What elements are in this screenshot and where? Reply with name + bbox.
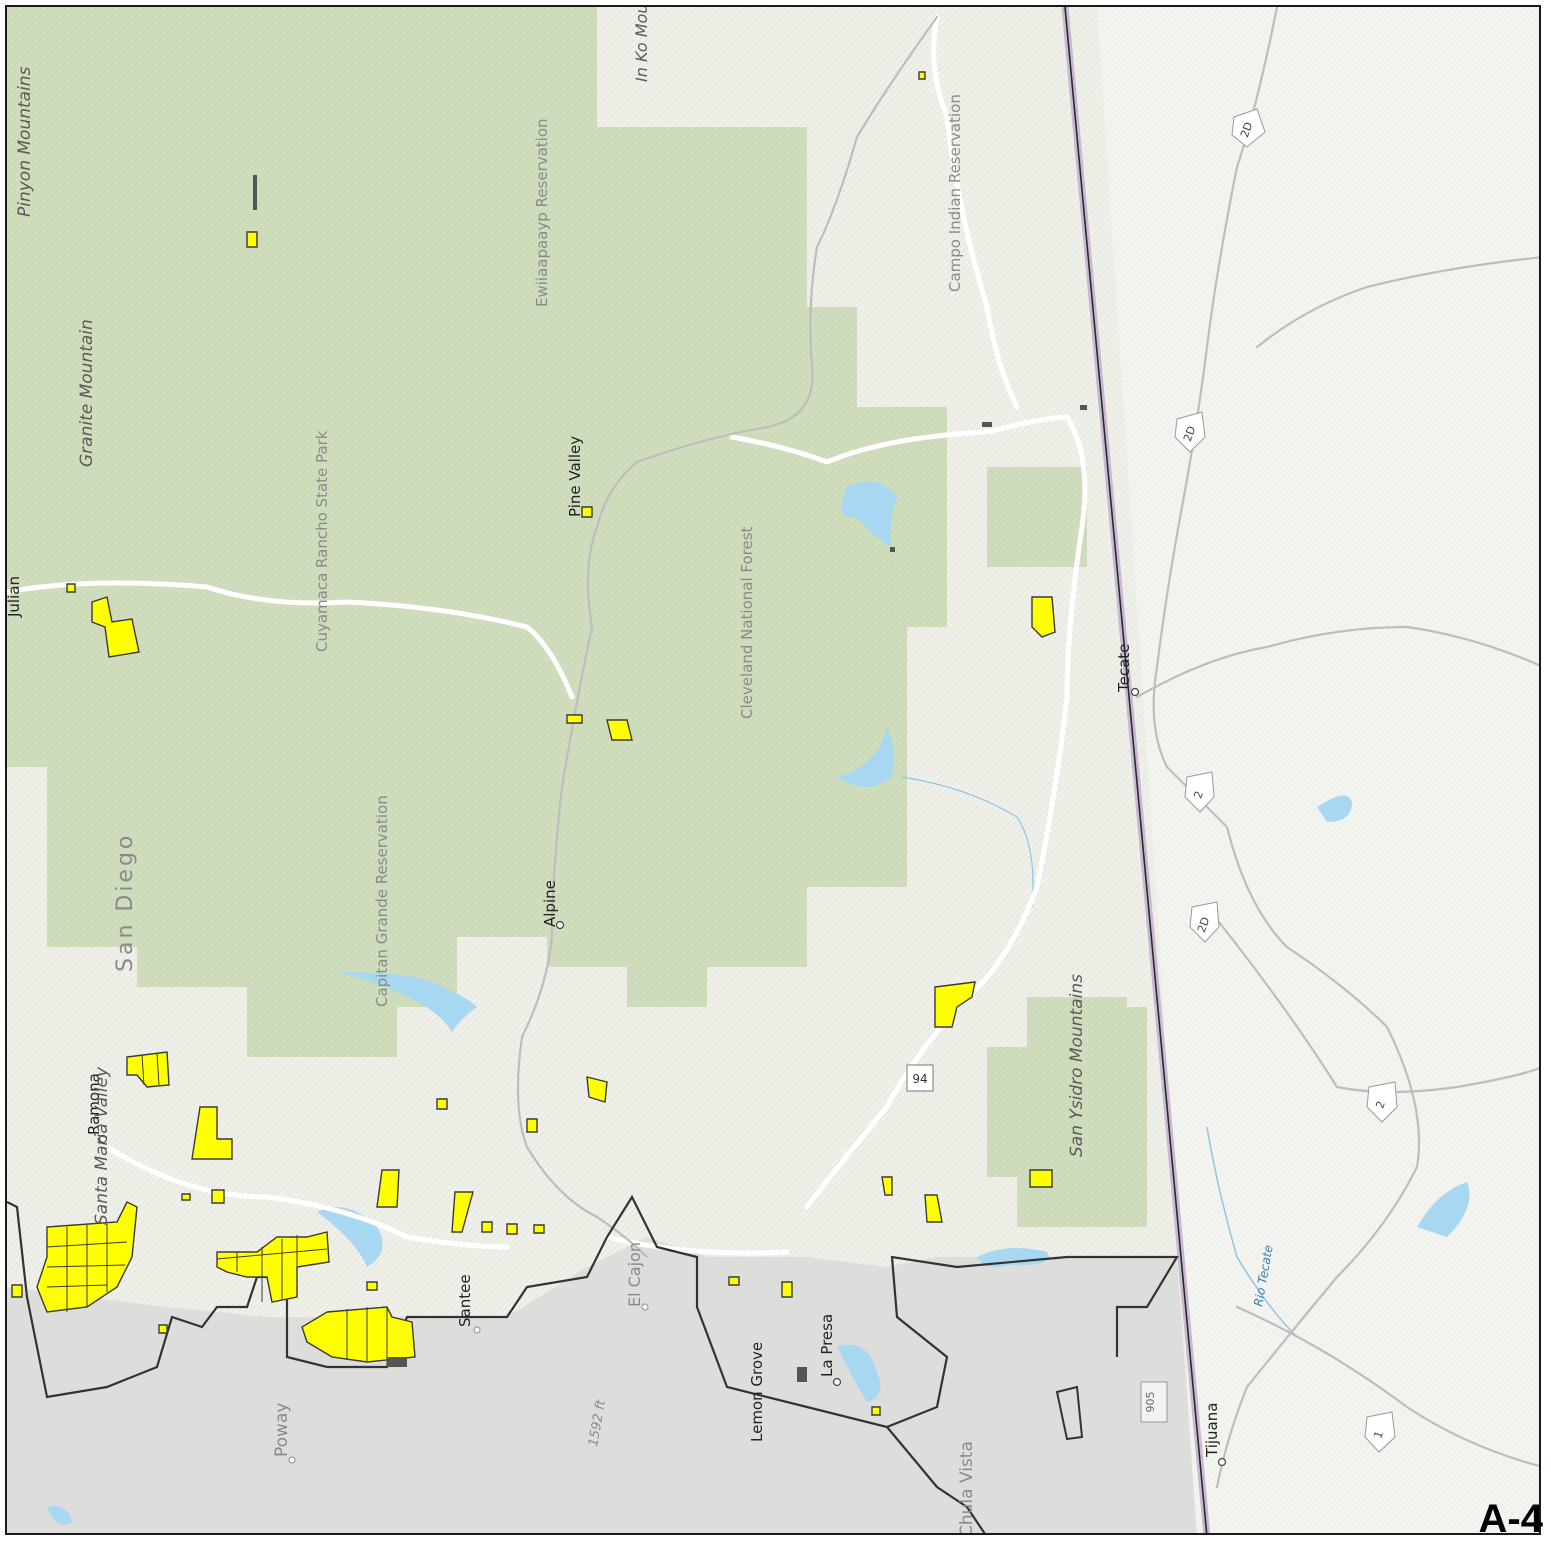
mx1-label: 1: [1371, 1429, 1386, 1440]
label-santa-maria-valley: Santa Maria Valley: [92, 1066, 112, 1225]
small-water: [47, 1506, 72, 1525]
mx2d-b-label: 2D: [1181, 424, 1199, 443]
roads-white: [7, 14, 1088, 1256]
shield-94-label: 94: [912, 1072, 927, 1086]
label-pine-valley: Pine Valley: [566, 436, 584, 517]
water-bodies: [47, 481, 1470, 1525]
highways-gray: [516, 7, 1539, 1489]
shield-2-a: [1184, 771, 1215, 813]
mx2d-c-label: 2D: [1195, 915, 1213, 934]
map-canvas[interactable]: 94 905 2D 2D 2 2D 2 1 Pinyon Mountains G…: [7, 7, 1541, 1535]
rio-tecate-river: [1206, 1126, 1298, 1338]
mx-reservoir-2: [1417, 1182, 1470, 1237]
mx-shields: [1174, 108, 1398, 1453]
label-pinyon-mountains: Pinyon Mountains: [15, 66, 35, 217]
river: [901, 776, 1034, 908]
road-shield-94: 94: [906, 1064, 934, 1092]
label-el-cajon: El Cajon: [625, 1242, 644, 1307]
label-ramona: Ramona: [85, 1073, 103, 1135]
shield-2d-a: [1231, 108, 1266, 148]
label-julian: Julian: [7, 576, 23, 618]
boundary-parcel-otay: [1055, 1385, 1084, 1441]
mx2-a-label: 2: [1191, 789, 1206, 800]
label-cuyamaca: Cuyamaca Rancho State Park: [313, 430, 331, 652]
el-capitan-reservoir: [337, 972, 477, 1032]
label-poway: Poway: [272, 1403, 292, 1457]
label-alpine: Alpine: [541, 880, 559, 927]
label-ewiiaapaayp: Ewiiaapaayp Reservation: [533, 118, 551, 307]
label-tecate: Tecate: [1115, 644, 1133, 693]
mx-shield-labels: 2D 2D 2 2D 2 1: [1181, 120, 1388, 1440]
label-granite-mountain: Granite Mountain: [77, 319, 97, 467]
parcel-grid-lines: [46, 1052, 388, 1365]
label-chula-vista: Chula Vista: [957, 1441, 977, 1535]
label-tijuana: Tijuana: [1203, 1403, 1221, 1458]
shield-2-b: [1366, 1081, 1398, 1123]
urban-area: [7, 1237, 1197, 1533]
mx-reservoir-1: [1317, 795, 1352, 822]
map-frame[interactable]: 94 905 2D 2D 2 2D 2 1 Pinyon Mountains G…: [5, 5, 1541, 1535]
desert-area: [1097, 7, 1539, 1533]
label-lemon-grove: Lemon Grove: [748, 1342, 766, 1442]
town-dots: [98, 687, 1227, 1467]
label-campo: Campo Indian Reservation: [946, 94, 964, 292]
label-la-presa: La Presa: [818, 1314, 836, 1377]
lake-morena: [841, 481, 897, 547]
international-border-line: [1064, 7, 1208, 1533]
label-cleveland: Cleveland National Forest: [738, 526, 756, 719]
shield-905-label: 905: [1144, 1392, 1157, 1413]
barrett-lake: [837, 727, 894, 787]
mx2d-a-label: 2D: [1238, 120, 1256, 139]
otay-lake: [977, 1248, 1049, 1268]
dark-markers: [253, 175, 1087, 1382]
shield-1: [1364, 1411, 1396, 1453]
sheet-label: A-4: [1478, 1497, 1543, 1541]
shield-2d-c: [1189, 901, 1220, 943]
label-capitan-grande: Capitan Grande Reservation: [373, 795, 391, 1007]
sweetwater-reservoir: [837, 1344, 881, 1402]
label-santee: Santee: [456, 1274, 474, 1327]
label-san-ysidro-mountains: San Ysidro Mountains: [1067, 974, 1087, 1157]
mx2-b-label: 2: [1373, 1099, 1388, 1110]
road-shield-905: 905: [1140, 1381, 1168, 1423]
label-in-ko-mountains: In Ko Mountains: [632, 7, 651, 82]
label-san-diego: San Diego: [113, 833, 138, 972]
shield-2d-b: [1174, 411, 1206, 453]
